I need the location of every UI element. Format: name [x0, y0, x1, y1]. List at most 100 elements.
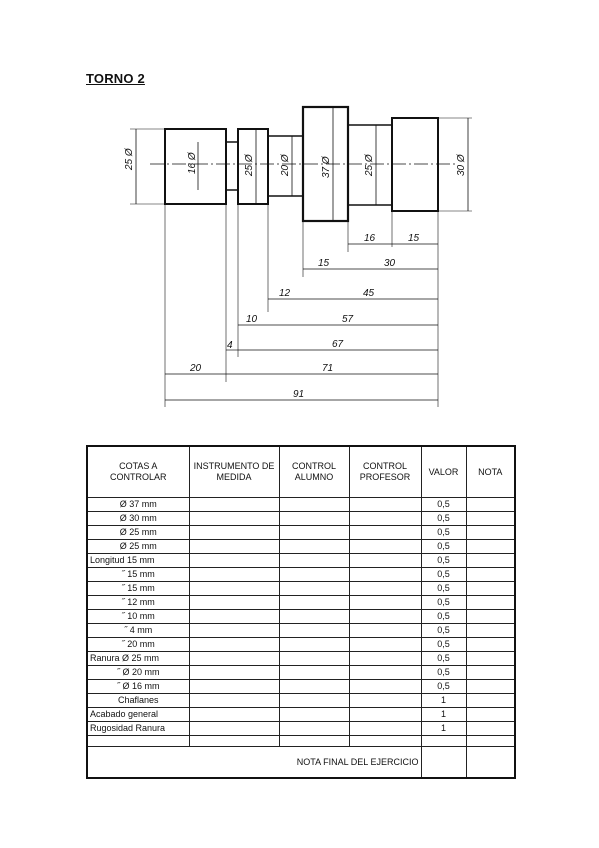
row-value: 0,5 — [420, 511, 467, 526]
instrumento-cell[interactable] — [188, 721, 280, 736]
alumno-cell[interactable] — [278, 609, 350, 624]
instrumento-cell[interactable] — [188, 567, 280, 582]
profesor-cell[interactable] — [348, 637, 422, 652]
alumno-cell[interactable] — [278, 707, 350, 722]
profesor-cell[interactable] — [348, 707, 422, 722]
row-value: 0,5 — [420, 539, 467, 554]
nota-cell[interactable] — [465, 497, 516, 512]
nota-cell[interactable] — [465, 567, 516, 582]
row-value: 0,5 — [420, 581, 467, 596]
nota-cell[interactable] — [465, 581, 516, 596]
nota-cell[interactable] — [465, 679, 516, 694]
nota-cell[interactable] — [465, 609, 516, 624]
table-row-empty — [86, 735, 516, 747]
instrumento-cell[interactable] — [188, 553, 280, 568]
dim-d30: 30 Ø — [456, 153, 467, 176]
instrumento-cell[interactable] — [188, 651, 280, 666]
groove-section — [225, 141, 239, 191]
row-label: Ø 37 mm — [86, 497, 190, 512]
instrumento-cell[interactable] — [188, 665, 280, 680]
profesor-cell[interactable] — [348, 553, 422, 568]
alumno-cell[interactable] — [278, 679, 350, 694]
instrumento-cell[interactable] — [188, 623, 280, 638]
header-instrumento: INSTRUMENTO DE MEDIDA — [188, 445, 280, 498]
alumno-cell[interactable] — [278, 623, 350, 638]
dim-len-45: 45 — [363, 288, 375, 299]
alumno-cell[interactable] — [278, 581, 350, 596]
profesor-cell[interactable] — [348, 567, 422, 582]
profesor-cell[interactable] — [348, 595, 422, 610]
row-label: ˝ 15 mm — [86, 567, 190, 582]
alumno-cell[interactable] — [278, 539, 350, 554]
instrumento-cell[interactable] — [188, 497, 280, 512]
alumno-cell[interactable] — [278, 497, 350, 512]
profesor-cell[interactable] — [348, 693, 422, 708]
alumno-cell[interactable] — [278, 595, 350, 610]
instrumento-cell[interactable] — [188, 595, 280, 610]
nota-cell[interactable] — [465, 651, 516, 666]
dim-d25-a: 25 Ø — [124, 147, 135, 171]
row-value: 0,5 — [420, 595, 467, 610]
profesor-cell[interactable] — [348, 651, 422, 666]
profesor-cell[interactable] — [348, 581, 422, 596]
instrumento-cell[interactable] — [188, 707, 280, 722]
nota-cell[interactable] — [465, 623, 516, 638]
profesor-cell[interactable] — [348, 721, 422, 736]
row-label: ˝ Ø 16 mm — [86, 679, 190, 694]
profesor-cell[interactable] — [348, 539, 422, 554]
instrumento-cell[interactable] — [188, 539, 280, 554]
header-cotas: COTAS A CONTROLAR — [86, 445, 190, 498]
final-grade-cell[interactable] — [465, 746, 516, 779]
header-profesor: CONTROL PROFESOR — [348, 445, 422, 498]
dim-len-57: 57 — [342, 314, 354, 325]
profesor-cell[interactable] — [348, 497, 422, 512]
nota-cell[interactable] — [465, 553, 516, 568]
profesor-cell[interactable] — [348, 735, 422, 747]
instrumento-cell[interactable] — [188, 609, 280, 624]
instrumento-cell[interactable] — [188, 525, 280, 540]
nota-cell[interactable] — [465, 637, 516, 652]
nota-cell[interactable] — [465, 693, 516, 708]
alumno-cell[interactable] — [278, 721, 350, 736]
alumno-cell[interactable] — [278, 511, 350, 526]
nota-cell[interactable] — [465, 525, 516, 540]
instrumento-cell[interactable] — [188, 637, 280, 652]
alumno-cell[interactable] — [278, 665, 350, 680]
profesor-cell[interactable] — [348, 525, 422, 540]
nota-cell[interactable] — [465, 665, 516, 680]
instrumento-cell[interactable] — [188, 693, 280, 708]
instrumento-cell[interactable] — [188, 679, 280, 694]
control-table: COTAS A CONTROLAR INSTRUMENTO DE MEDIDA … — [86, 445, 516, 779]
row-value: 0,5 — [420, 525, 467, 540]
row-label: Rugosidad Ranura — [86, 721, 190, 736]
profesor-cell[interactable] — [348, 679, 422, 694]
dim-len-16: 16 — [364, 233, 376, 244]
dim-len-20: 20 — [189, 363, 202, 374]
profesor-cell[interactable] — [348, 665, 422, 680]
alumno-cell[interactable] — [278, 567, 350, 582]
alumno-cell[interactable] — [278, 651, 350, 666]
instrumento-cell[interactable] — [188, 581, 280, 596]
header-nota: NOTA — [465, 445, 516, 498]
nota-cell[interactable] — [465, 721, 516, 736]
alumno-cell[interactable] — [278, 637, 350, 652]
nota-cell[interactable] — [465, 735, 516, 747]
alumno-cell[interactable] — [278, 735, 350, 747]
nota-cell[interactable] — [465, 511, 516, 526]
alumno-cell[interactable] — [278, 525, 350, 540]
profesor-cell[interactable] — [348, 511, 422, 526]
profesor-cell[interactable] — [348, 623, 422, 638]
instrumento-cell[interactable] — [188, 735, 280, 747]
nota-cell[interactable] — [465, 707, 516, 722]
profesor-cell[interactable] — [348, 609, 422, 624]
row-label: ˝ Ø 20 mm — [86, 665, 190, 680]
row-label: Longitud 15 mm — [86, 553, 190, 568]
nota-cell[interactable] — [465, 539, 516, 554]
instrumento-cell[interactable] — [188, 511, 280, 526]
nota-cell[interactable] — [465, 595, 516, 610]
alumno-cell[interactable] — [278, 693, 350, 708]
alumno-cell[interactable] — [278, 553, 350, 568]
